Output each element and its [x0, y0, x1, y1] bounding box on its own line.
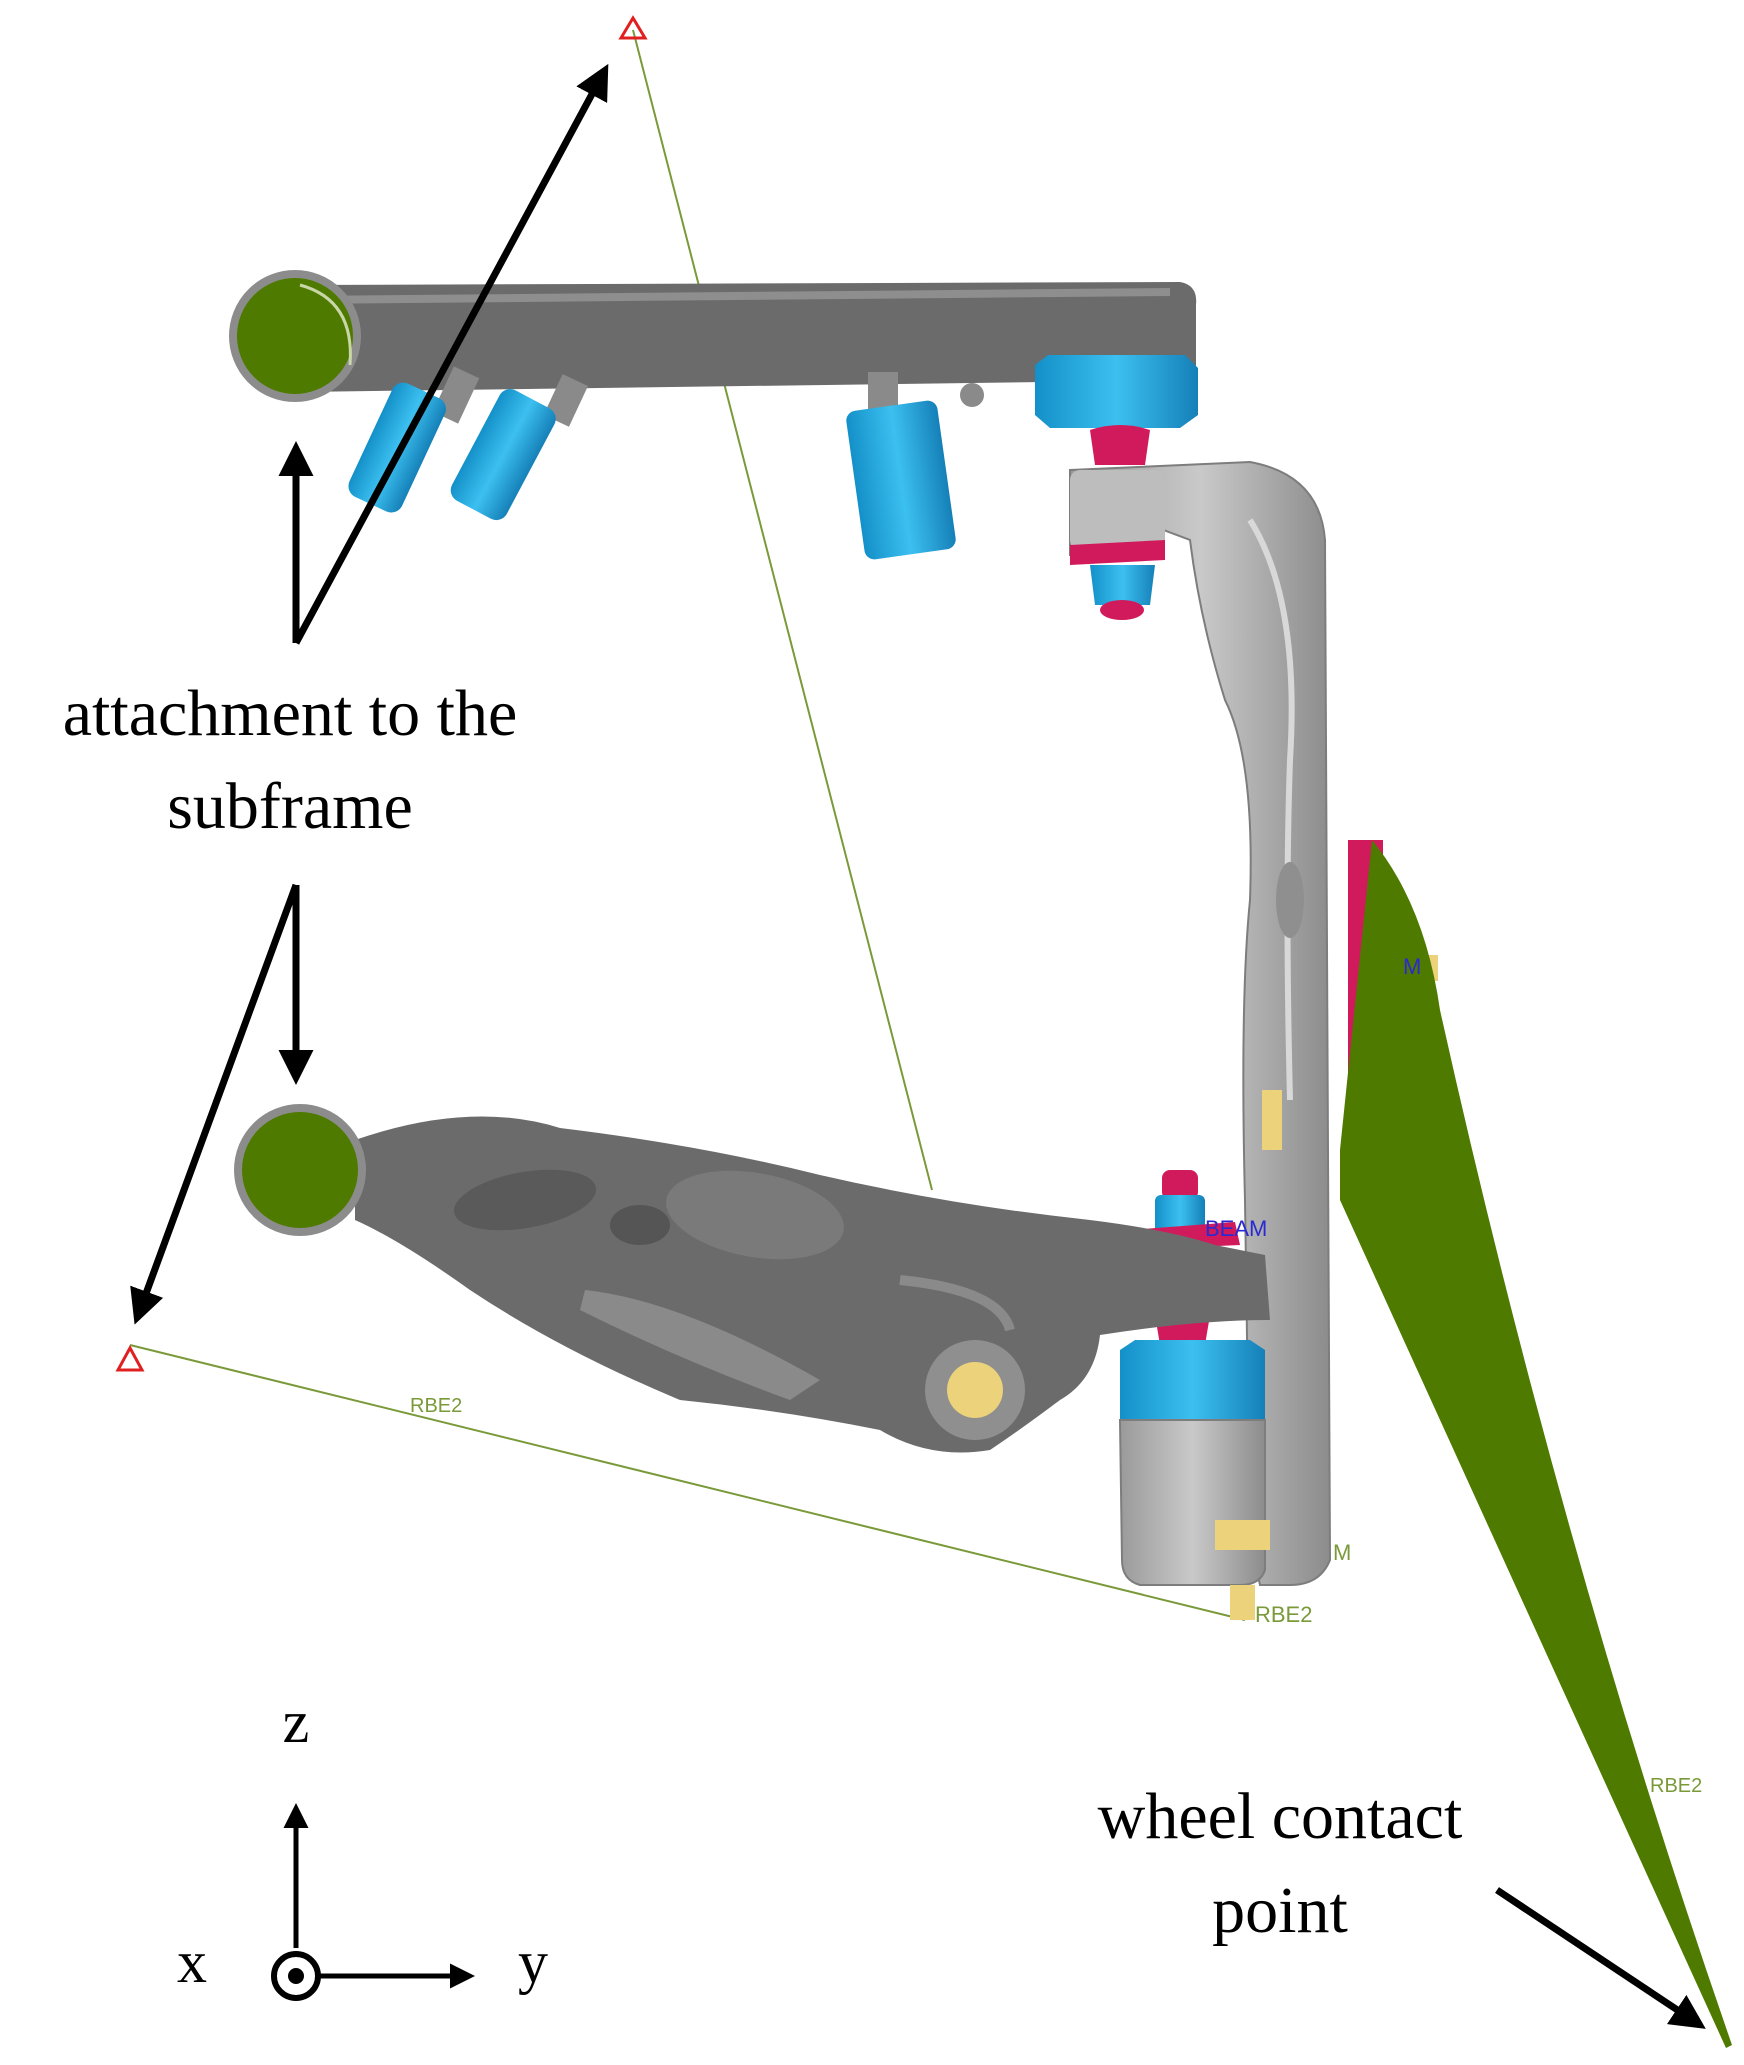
y-axis-label: y: [518, 1929, 548, 1995]
lower-arm-rib: [580, 1290, 820, 1400]
annotation-text: attachment to the subframe wheel contact…: [63, 677, 1463, 1947]
x-axis-out-of-page-icon: [271, 1951, 321, 2001]
arrow-to-top-node: [292, 63, 609, 645]
upper-arm-stub-2: [543, 374, 588, 427]
rbe-line-upper: [632, 29, 933, 1191]
upper-balljoint-cap: [1035, 355, 1198, 428]
upper-balljoint-boot: [1090, 425, 1150, 465]
attachment-label-line2: subframe: [167, 770, 413, 843]
lower-arm-bolt: [947, 1362, 1003, 1418]
label-m-lower: M: [1333, 1540, 1351, 1565]
label-beam: BEAM: [1205, 1216, 1267, 1241]
lower-balljoint: [1118, 1090, 1282, 1620]
upper-arm-boss: [960, 383, 984, 407]
bushing-upper-2: [450, 389, 556, 521]
attachment-label-line1: attachment to the: [63, 677, 518, 750]
x-axis-dot: [288, 1968, 304, 1984]
lower-arm-cutout-3: [666, 1170, 844, 1260]
arrow-to-wheel-contact: [1495, 1887, 1706, 2029]
knuckle-bolt: [1262, 1090, 1282, 1150]
bushing-upper-3: [846, 400, 956, 560]
label-rbe2-lower: RBE2: [410, 1395, 462, 1417]
lower-control-arm: [234, 1104, 1270, 1453]
lower-bj-housing: [1120, 1340, 1265, 1420]
wheel-label-line2: point: [1212, 1874, 1348, 1947]
lower-bj-top-cap: [1162, 1170, 1198, 1200]
x-axis-label: x: [177, 1929, 207, 1995]
wheel-spoke-rbe: [1340, 840, 1732, 2048]
upper-control-arm: [229, 270, 1198, 560]
upper-arm-highlight: [299, 288, 1171, 304]
knuckle-ridge: [1247, 518, 1295, 1101]
base-bolt-2: [1230, 1585, 1255, 1620]
upper-mount-mesh: [299, 283, 352, 366]
knuckle-upper-nut: [1090, 565, 1155, 605]
annotation-arrows: [130, 63, 1706, 2029]
lower-mount-disc: [234, 1104, 366, 1236]
coordinate-triad: z x y: [177, 1689, 548, 2001]
node-lower-triangle: [115, 1344, 145, 1372]
arrow-to-lower-node: [130, 883, 300, 1325]
label-rbe2-bottom: RBE2: [1255, 1602, 1312, 1627]
lower-arm-cutout-2: [610, 1205, 670, 1245]
rbe-line-lower: [129, 1344, 1246, 1621]
lower-arm-cutout-1: [453, 1169, 597, 1231]
knuckle-base: [1118, 1419, 1266, 1586]
upper-arm-body: [295, 282, 1197, 392]
label-rbe2-right: RBE2: [1650, 1775, 1702, 1797]
lower-arm-rib-2: [899, 1275, 1015, 1332]
label-m-upper: M: [1403, 954, 1421, 979]
knuckle-upper-socket: [1070, 470, 1165, 550]
lower-bj-top-nut: [1155, 1195, 1205, 1235]
upper-mount-disc: [229, 270, 361, 402]
base-bolt: [1215, 1520, 1270, 1550]
wheel-label-line1: wheel contact: [1098, 1780, 1463, 1853]
bushing-upper-1: [348, 382, 446, 513]
knuckle-hole: [1276, 862, 1304, 938]
cad-labels: RBE2 RBE2 RBE2 BEAM M M: [410, 954, 1702, 1797]
rbe-lines: [129, 29, 1246, 1621]
node-top-triangle: [618, 15, 648, 40]
knuckle-upper-nut-cap: [1100, 600, 1144, 620]
z-axis-label: z: [283, 1689, 310, 1755]
knuckle-upper-ring: [1070, 540, 1165, 565]
